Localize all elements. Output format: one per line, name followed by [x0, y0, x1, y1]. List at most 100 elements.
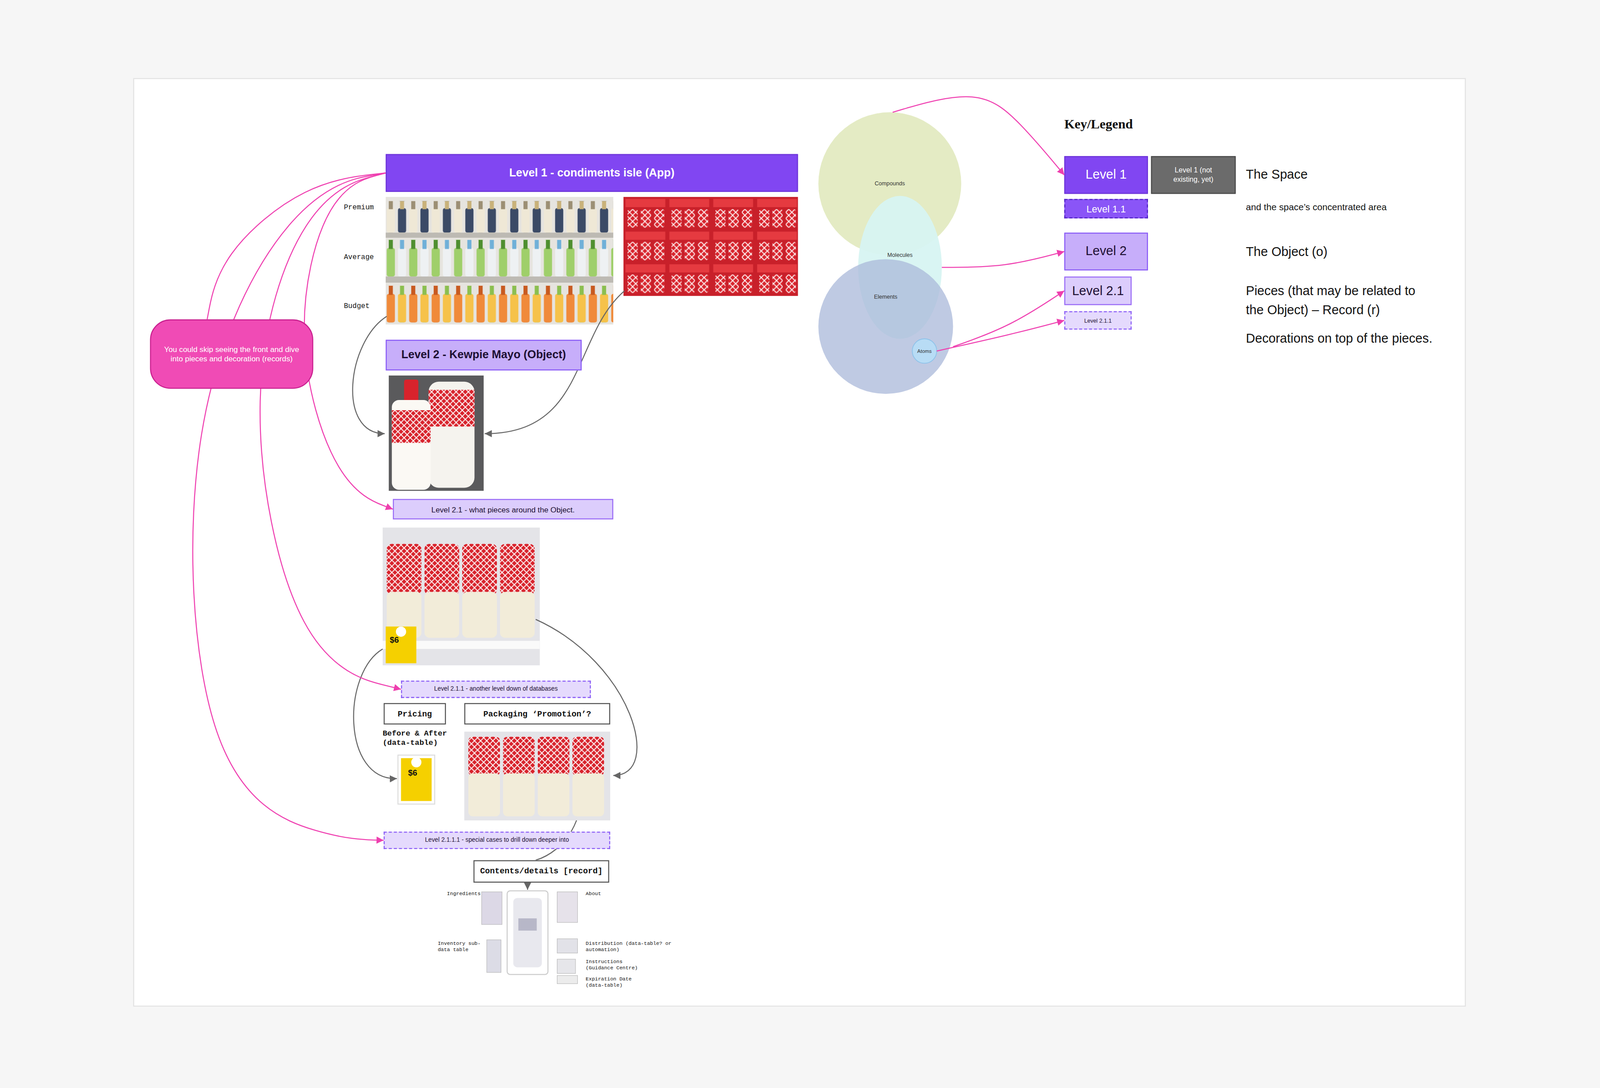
kewpie-box-photo	[623, 196, 799, 296]
shelf-photo	[385, 240, 614, 277]
text-label: $6	[389, 635, 399, 646]
text-label: The Object (o)	[1245, 244, 1328, 261]
pack-photo	[572, 736, 604, 776]
shelf-photo	[385, 200, 614, 233]
pack-photo	[382, 527, 540, 666]
node-text: You could skip seeing the front and dive…	[157, 344, 307, 364]
shelf-photo	[385, 196, 614, 325]
node-text: Level 2.1 - what pieces around the Objec…	[431, 504, 576, 514]
text-label: Decorations on top of the pieces.	[1245, 331, 1433, 348]
level-box: Level 2.1 - what pieces around the Objec…	[392, 499, 614, 520]
node-text: Level 1 - condiments isle (App)	[509, 166, 675, 180]
pack-photo	[537, 773, 570, 816]
contents-thumbnails	[481, 890, 578, 984]
contents-thumbnails	[557, 975, 578, 984]
bottle-photo	[428, 381, 475, 488]
contents-thumbnails	[557, 938, 578, 953]
node-text: Level 1.1	[1086, 202, 1127, 215]
node-text: Pricing	[397, 708, 432, 719]
level-box: Level 2.1.1	[1064, 311, 1132, 330]
pack-photo	[537, 736, 570, 776]
page-panel	[133, 78, 1466, 1007]
node-text: Level 2.1.1 - another level down of data…	[434, 685, 558, 694]
level-box: Level 1 - condiments isle (App)	[385, 154, 799, 192]
node-text: Level 1	[1085, 167, 1127, 183]
gray-arrow	[352, 290, 637, 890]
text-label: Expiration Date (data-table)	[585, 976, 648, 990]
level-box: Level 2.1	[1064, 276, 1132, 305]
venn-circle: ElementsAtoms	[818, 259, 953, 394]
contents-thumbnails	[557, 892, 578, 923]
text-label: Pieces (that may be related to the Objec…	[1245, 281, 1422, 320]
node-text: Compounds	[818, 180, 961, 188]
node-text: Molecules	[858, 251, 942, 259]
pink-connector	[941, 251, 1065, 268]
level-box: Packaging ‘Promotion’?	[464, 703, 611, 725]
pack-photo	[385, 626, 417, 664]
text-label: About	[585, 890, 601, 897]
node-text: Level 1 (not existing, yet)	[1162, 166, 1225, 184]
pack-photo	[464, 731, 611, 821]
bottle-photo	[404, 379, 419, 403]
price-tag	[411, 757, 422, 768]
contents-thumbnails	[518, 918, 537, 931]
pink-connector	[304, 172, 393, 510]
gray-arrow	[527, 882, 528, 890]
bottle-photo	[388, 375, 484, 491]
pack-photo	[386, 544, 422, 596]
pack-photo	[464, 731, 611, 821]
level-box: Contents/details [record]	[473, 860, 609, 883]
venn-circle: Atoms	[912, 338, 937, 364]
text-label: Instructions (Guidance Centre)	[585, 959, 644, 972]
contents-thumbnails	[557, 959, 576, 974]
pack-photo	[396, 626, 407, 637]
pack-photo	[424, 592, 460, 638]
level-box: Pricing	[383, 703, 446, 725]
note-callout: You could skip seeing the front and dive…	[149, 319, 313, 389]
circle-outline	[818, 259, 953, 394]
pack-photo	[500, 592, 535, 638]
contents-thumbnails	[513, 897, 542, 968]
price-tag	[397, 755, 435, 804]
text-label: Distribution (data-table? or automation)	[585, 940, 672, 954]
text-label: Premium	[344, 203, 375, 212]
pack-photo	[468, 773, 500, 816]
node-text: Level 2	[1085, 244, 1127, 260]
node-text: Level 2.1	[1072, 283, 1124, 299]
pack-photo	[462, 592, 497, 638]
text-label: Budget	[344, 302, 370, 312]
text-label: Before & After (data-table)	[382, 729, 460, 749]
text-label: Average	[344, 252, 375, 262]
node-text: Level 2.1.1	[1084, 316, 1112, 324]
node-text: Atoms	[912, 348, 937, 355]
pink-connector	[192, 172, 386, 841]
contents-thumbnails	[507, 890, 548, 975]
shelf-photo	[385, 232, 614, 238]
pink-connector	[952, 290, 1064, 347]
node-text: Level 2 - Kewpie Mayo (Object)	[401, 348, 567, 362]
level-box: Level 1 (not existing, yet)	[1151, 156, 1236, 194]
kewpie-box-photo	[623, 196, 799, 296]
pack-photo	[500, 544, 535, 596]
level-box: Level 1	[1064, 156, 1148, 194]
node-text: Elements	[818, 293, 953, 301]
pack-photo	[424, 544, 460, 596]
shelf-photo	[385, 196, 614, 325]
bottle-photo	[392, 400, 431, 490]
pack-photo	[468, 736, 500, 776]
circle-shape	[818, 259, 953, 394]
pink-connector	[936, 320, 1065, 352]
shelf-photo	[385, 276, 614, 283]
contents-thumbnails	[481, 892, 503, 925]
level-box: Level 2	[1064, 232, 1148, 271]
text-label: and the space’s concentrated area	[1245, 202, 1387, 214]
level-box: Level 2.1.1 - another level down of data…	[400, 680, 591, 698]
text-label: The Space	[1245, 167, 1308, 184]
level-box: Level 1.1	[1064, 199, 1148, 219]
bottle-photo	[392, 410, 431, 443]
node-text: Level 2.1.1.1 - special cases to drill d…	[424, 836, 569, 844]
node-text: Contents/details [record]	[480, 866, 603, 877]
